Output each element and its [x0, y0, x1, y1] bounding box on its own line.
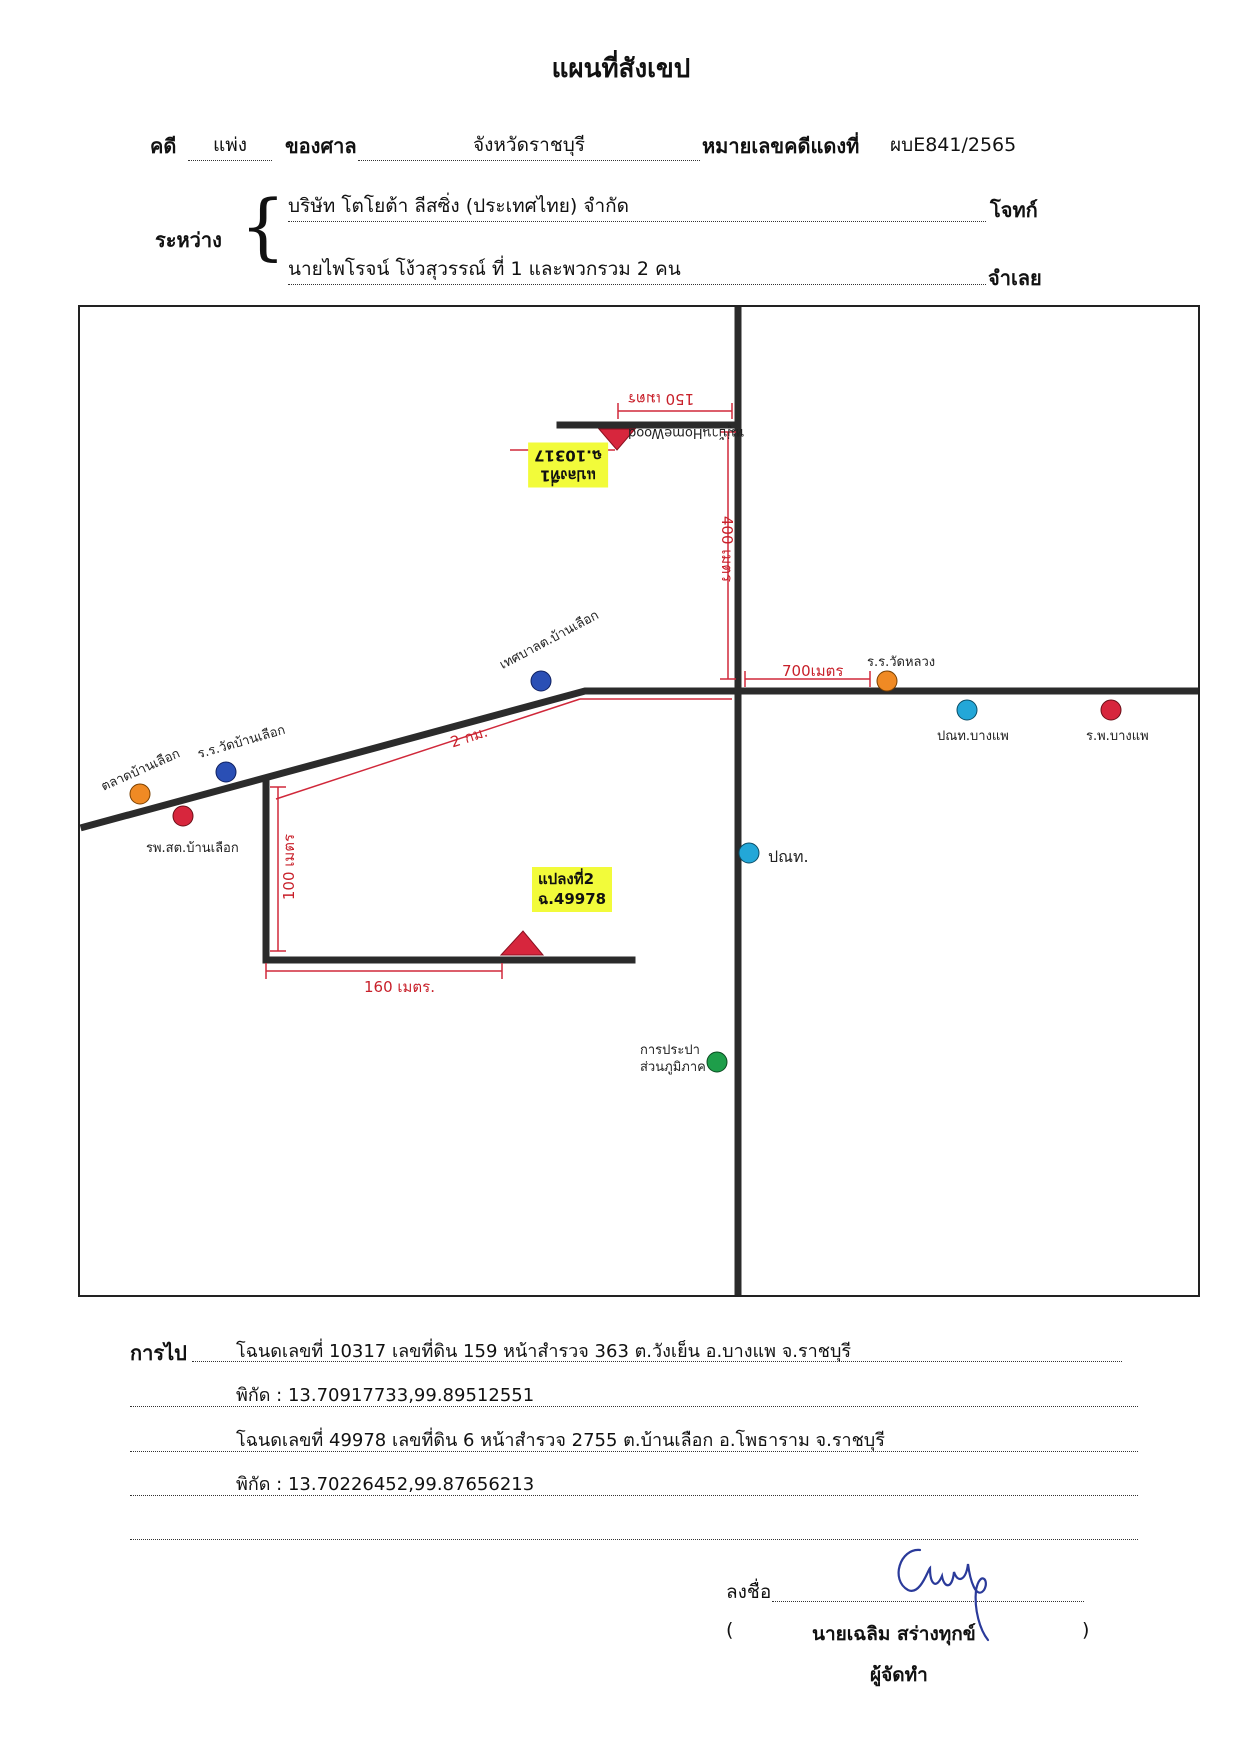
court-name: จังหวัดราชบุรี — [358, 130, 700, 161]
municipality-marker — [530, 670, 552, 692]
parcel2-line1: แปลงที่2 — [538, 870, 595, 888]
defendant-role: จำเลย — [988, 266, 1042, 290]
plaintiff-role: โจทก์ — [990, 198, 1038, 222]
defendant-name: นายไพโรจน์ โง้วสุวรรณ์ ที่ 1 และพวกรวม 2… — [288, 254, 986, 285]
route-line-3: โฉนดเลขที่ 49978 เลขที่ดิน 6 หน้าสำรวจ 2… — [236, 1430, 885, 1451]
route-line-3-rule — [130, 1423, 1138, 1452]
map-frame: 150 เมตร 400 เมตร 700เมตร 2 กม. 100 เมตร… — [78, 305, 1200, 1297]
page-title: แผนที่สังเขป — [551, 54, 691, 84]
waterworks-label: การประปา ส่วนภูมิภาค — [640, 1043, 706, 1075]
housing-label: หมู่บ้านHomeWood — [628, 425, 745, 440]
route-line-4-rule — [130, 1467, 1138, 1496]
post-office-bangphae-marker — [956, 699, 978, 721]
parcel1-marker — [597, 428, 637, 451]
parcel1-line2: ฉ.10317 — [534, 446, 603, 465]
distance-160-label: 160 เมตร. — [364, 978, 435, 996]
post-office-bangphae-label: ปณท.บางแพ — [937, 729, 1009, 744]
sign-label: ลงชื่อ — [726, 1581, 772, 1603]
route-line-1-rule — [192, 1333, 1122, 1362]
name-open-paren: ( — [726, 1619, 734, 1641]
health-station-marker — [172, 805, 194, 827]
route-line-5-rule — [130, 1511, 1138, 1540]
distance-100-label: 100 เมตร — [280, 833, 299, 901]
market-marker — [129, 783, 151, 805]
case-label: คดี — [150, 134, 177, 158]
brace-icon: { — [240, 184, 286, 268]
route-line-1: โฉนดเลขที่ 10317 เลขที่ดิน 159 หน้าสำรวจ… — [236, 1341, 852, 1362]
route-line-2: พิกัด : 13.70917733,99.89512551 — [236, 1385, 535, 1406]
parcel2-marker — [499, 930, 545, 956]
dim-2km-line — [275, 698, 581, 800]
distance-150-label: 150 เมตร — [628, 390, 695, 408]
post-office-marker — [738, 842, 760, 864]
signature-line — [772, 1577, 1084, 1602]
parcel2-line2: ฉ.49978 — [538, 890, 607, 909]
temple-school-marker — [215, 761, 237, 783]
plaintiff-name: บริษัท โตโยต้า ลีสซิ่ง (ประเทศไทย) จำกัด — [288, 191, 986, 222]
post-office-label: ปณท. — [768, 847, 809, 866]
school-wanglang-label: ร.ร.วัดหลวง — [867, 655, 936, 670]
waterworks-marker — [706, 1051, 728, 1073]
handwritten-signature — [897, 1548, 990, 1642]
parcel1-line1: แปลงที่1 — [540, 466, 597, 485]
case-type: แพ่ง — [188, 130, 272, 161]
road-main-west — [80, 687, 1198, 832]
red-case-number: ผบE841/2565 — [890, 134, 1017, 156]
red-case-label: หมายเลขคดีแดงที่ — [702, 134, 860, 158]
map-canvas — [80, 307, 1198, 1295]
signer-name: นายเฉลิม สร่างทุกข์ — [812, 1623, 976, 1645]
school-wanglang-marker — [876, 670, 898, 692]
hospital-bangphae-marker — [1100, 699, 1122, 721]
name-close-paren: ) — [1082, 1619, 1090, 1641]
distance-700-label: 700เมตร — [782, 662, 844, 680]
hospital-bangphae-label: ร.พ.บางแพ — [1086, 729, 1149, 744]
parcel2-label: แปลงที่2 ฉ.49978 — [532, 867, 613, 912]
route-label: การไป — [130, 1341, 187, 1365]
signer-role: ผู้จัดทำ — [870, 1664, 928, 1686]
between-label: ระหว่าง — [155, 228, 222, 252]
route-line-4: พิกัด : 13.70226452,99.87656213 — [236, 1474, 535, 1495]
distance-400-label: 400 เมตร — [718, 515, 737, 583]
route-line-2-rule — [130, 1378, 1138, 1407]
parcel1-label: แปลงที่1 ฉ.10317 — [528, 443, 609, 488]
health-station-label: รพ.สต.บ้านเลือก — [146, 841, 239, 856]
court-label: ของศาล — [285, 134, 357, 158]
